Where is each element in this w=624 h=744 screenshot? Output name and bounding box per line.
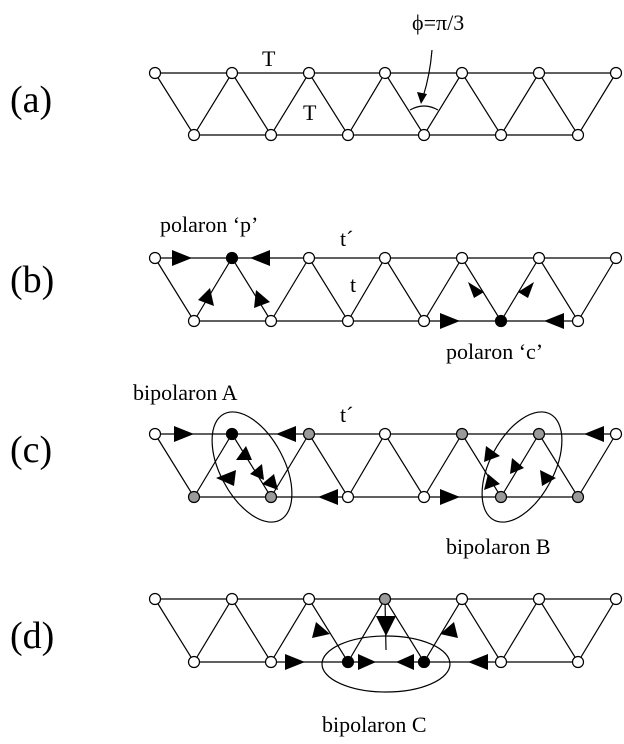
arrow-b-7 <box>468 282 484 298</box>
hopping-T-top: T <box>262 46 276 71</box>
arrow-d-3 <box>312 622 330 638</box>
polaron-c-label: polaron ‘c’ <box>446 339 543 364</box>
arrow-c-8 <box>440 489 460 505</box>
arrow-c-1 <box>174 426 194 442</box>
polaron-p-label: polaron ‘p’ <box>160 212 258 237</box>
arrow-b-1 <box>172 250 192 266</box>
arrow-c-9 <box>484 446 500 462</box>
bipolaron-B-label: bipolaron B <box>446 534 551 559</box>
hopping-T-mid: T <box>303 100 317 125</box>
arrow-c-10 <box>510 458 524 474</box>
arrow-b-6 <box>544 313 564 329</box>
panel-c-label: (c) <box>10 429 52 471</box>
arrow-d-7 <box>396 654 414 670</box>
hopping-t-b: t <box>350 272 356 297</box>
arrow-c-3 <box>236 446 252 460</box>
panel-d-nodes <box>148 592 623 669</box>
bipolaron-A-label: bipolaron A <box>133 380 238 405</box>
arrow-c-13 <box>584 426 604 442</box>
angle-arc <box>409 105 439 111</box>
arrow-d-6 <box>358 654 376 670</box>
arrow-c-6 <box>262 474 278 490</box>
arrow-b-2 <box>250 250 270 266</box>
arrow-d-2 <box>468 654 488 670</box>
arrow-c-2 <box>276 426 296 442</box>
panel-a: (a) T T ϕ=π/3 <box>10 10 623 142</box>
arrow-d-4 <box>440 622 458 638</box>
panel-b: (b) polaron ‘p <box>10 212 623 364</box>
panel-c-nodes <box>148 427 623 504</box>
panel-b-nodes <box>148 251 623 328</box>
panel-c: (c) <box>10 380 623 559</box>
hopping-t-prime-c: t´ <box>340 402 353 427</box>
arrow-b-3 <box>198 288 214 306</box>
panel-d-label: (d) <box>10 615 54 657</box>
angle-phi-label: ϕ=π/3 <box>412 10 464 35</box>
arrow-b-8 <box>518 282 534 298</box>
phi-pointer-arrowhead <box>417 92 427 104</box>
panel-d: (d) bipolaro <box>10 592 623 737</box>
arrow-c-7 <box>318 489 338 505</box>
arrow-d-5 <box>376 616 396 636</box>
arrow-c-11 <box>484 474 500 490</box>
panel-b-label: (b) <box>10 259 54 301</box>
hopping-t-prime-b: t´ <box>340 226 353 251</box>
phi-pointer <box>422 49 433 98</box>
panel-b-edges <box>154 256 617 323</box>
arrow-b-5 <box>440 313 460 329</box>
panel-a-edges <box>154 71 617 137</box>
bipolaron-A-ellipse <box>211 411 293 523</box>
panel-a-nodes <box>148 66 623 142</box>
arrow-d-1 <box>285 654 305 670</box>
arrow-c-12 <box>540 470 556 486</box>
arrow-b-4 <box>254 290 270 308</box>
panel-a-label: (a) <box>10 79 52 121</box>
arrow-c-4 <box>250 464 264 480</box>
arrow-c-5 <box>216 470 236 486</box>
bipolaron-C-label: bipolaron C <box>322 712 427 737</box>
